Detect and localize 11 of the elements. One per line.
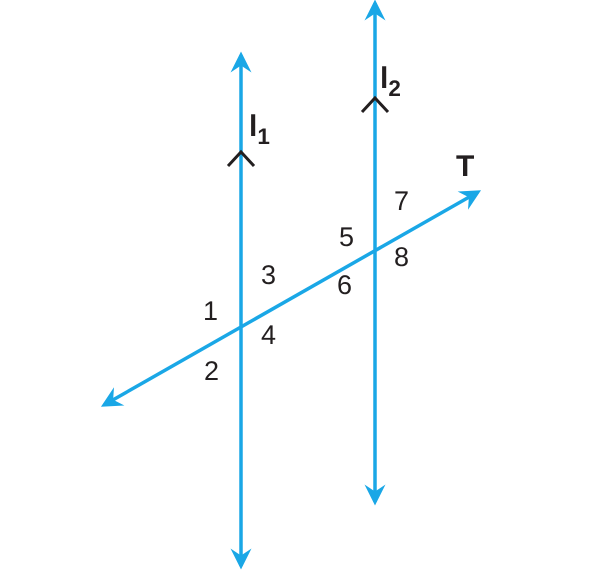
angle-number: 8 — [394, 244, 410, 271]
angle-number: 7 — [394, 188, 410, 215]
angle-number: 6 — [337, 272, 352, 299]
line-name: l$_{1}$ — [249, 112, 270, 148]
angle-number: 4 — [261, 322, 276, 349]
line-name: l$_{2}$ — [380, 64, 401, 100]
angle-number: 3 — [261, 262, 276, 289]
angle-number: 5 — [339, 224, 354, 251]
angle-number: 1 — [203, 298, 218, 325]
line-name: T — [456, 152, 474, 182]
angle-number: 2 — [204, 358, 220, 385]
